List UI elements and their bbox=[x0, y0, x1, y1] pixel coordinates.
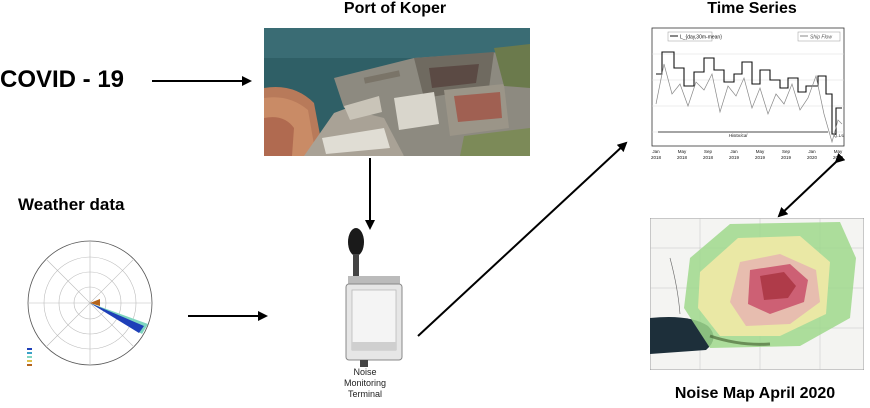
ts-x-tick-label: 2019 bbox=[755, 155, 766, 160]
arrow-terminal-to-timeseries bbox=[417, 141, 628, 337]
terminal-caption-line2: Monitoring bbox=[343, 378, 387, 388]
ts-x-tick-label: Jan bbox=[652, 149, 660, 154]
ts-x-tick-label: Jan bbox=[808, 149, 816, 154]
noise-terminal-device bbox=[345, 228, 403, 367]
wind-rose-chart bbox=[27, 240, 153, 366]
ts-x-tick-label: Sep bbox=[782, 149, 791, 154]
ts-x-tick-label: May bbox=[834, 149, 843, 154]
noise-map-title: Noise Map April 2020 bbox=[674, 385, 836, 402]
time-series-title: Time Series bbox=[707, 0, 797, 17]
time-series-chart: L_{day,30m-mean} Ship Flow Historical Q-… bbox=[651, 27, 845, 160]
ts-x-tick-label: 2018 bbox=[703, 155, 714, 160]
arrow-timeseries-to-noisemap bbox=[777, 152, 846, 218]
ts-x-tick-label: 2020 bbox=[807, 155, 818, 160]
ts-x-tick-label: 2019 bbox=[729, 155, 740, 160]
ts-right-label: Q-1/1 bbox=[834, 133, 845, 138]
terminal-caption-line1: Noise bbox=[353, 367, 377, 377]
ts-x-tick-label: Sep bbox=[704, 149, 713, 154]
ts-x-tick-label: May bbox=[756, 149, 765, 154]
ts-legend-right: Ship Flow bbox=[810, 35, 832, 41]
ts-x-tick-label: 2018 bbox=[651, 155, 662, 160]
terminal-caption-line3: Terminal bbox=[347, 389, 382, 399]
terminal-caption: Noise Monitoring Terminal bbox=[320, 367, 410, 400]
ts-x-tick-label: 2020 bbox=[833, 155, 844, 160]
ts-x-tick-label: 2018 bbox=[677, 155, 688, 160]
weather-data-title: Weather data bbox=[18, 195, 125, 214]
ts-x-ticks: Jan2018May2018Sep2018Jan2019May2019Sep20… bbox=[651, 149, 844, 160]
ts-period-label: Historical bbox=[729, 133, 749, 138]
ts-legend-left: L_{day,30m-mean} bbox=[680, 35, 722, 41]
ts-x-tick-label: May bbox=[678, 149, 687, 154]
ts-x-tick-label: Jan bbox=[730, 149, 738, 154]
noise-map-image bbox=[650, 218, 864, 370]
port-aerial-photo bbox=[264, 28, 530, 156]
ts-x-tick-label: 2019 bbox=[781, 155, 792, 160]
covid-label: COVID - 19 bbox=[0, 66, 125, 93]
port-title: Port of Koper bbox=[343, 0, 447, 17]
